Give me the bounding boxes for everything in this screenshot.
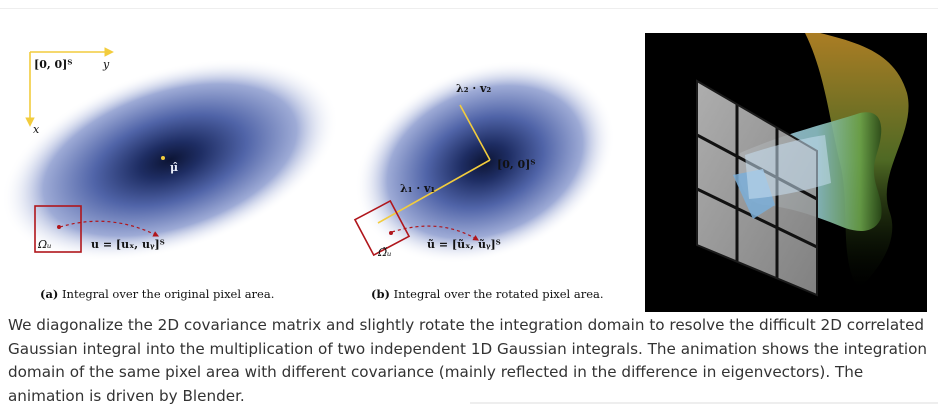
pixel-domain-label-b: Ω̃ᵤ — [377, 246, 392, 259]
ribbon-front-tube — [745, 135, 831, 199]
pixel-domain-box-a — [34, 205, 82, 253]
pixel-domain-label-a: Ωᵤ — [37, 238, 52, 251]
pixel-center-a — [57, 225, 61, 229]
caption-b-tag: (b) — [371, 287, 390, 301]
origin-label-b: [0, 0]ᵀ — [497, 158, 535, 171]
coord-label-b: ũ = [ũₓ, ũᵧ]ᵀ — [427, 238, 501, 251]
mapping-arrow-a — [59, 220, 160, 237]
mean-label: μ̂ — [170, 161, 178, 174]
caption-a-tag: (a) — [40, 287, 59, 301]
gaussian-ellipse-a — [1, 58, 339, 262]
grid-line-h2 — [696, 187, 818, 249]
caption-b: (b) Integral over the rotated pixel area… — [371, 287, 604, 301]
caption-a-text: Integral over the original pixel area. — [62, 287, 275, 301]
y-axis-label: y — [102, 58, 110, 71]
x-axis-label: x — [33, 123, 40, 136]
panel-b: λ₂ · v₂ λ₁ · v₁ [0, 0]ᵀ Ω̃ᵤ ũ = [ũₓ, ũᵧ]… — [353, 60, 616, 264]
mean-point — [161, 156, 165, 160]
caption-a: (a) Integral over the original pixel are… — [40, 287, 274, 301]
figure-description: We diagonalize the 2D covariance matrix … — [8, 316, 928, 405]
top-divider — [0, 8, 938, 9]
caption-b-text: Integral over the rotated pixel area. — [393, 287, 604, 301]
mapping-arrow-b — [391, 225, 480, 241]
gaussian-figure: [0, 0]ᵀ y x μ̂ Ωᵤ u = [uₓ, uᵧ]ᵀ λ₂ · v₂ … — [1, 47, 616, 264]
eigenvector-v2-line — [459, 104, 491, 161]
grid-border — [696, 79, 818, 297]
origin-label-a: [0, 0]ᵀ — [34, 58, 72, 71]
coord-label-a: u = [uₓ, uᵧ]ᵀ — [91, 238, 165, 251]
bottom-divider — [470, 402, 938, 404]
pixel-domain-box-b — [353, 199, 411, 257]
v2-label: λ₂ · v₂ — [456, 82, 491, 95]
blender-animation — [645, 33, 927, 312]
v1-label: λ₁ · v₁ — [400, 182, 435, 195]
panel-a: [0, 0]ᵀ y x μ̂ Ωᵤ u = [uₓ, uᵧ]ᵀ — [1, 47, 339, 262]
